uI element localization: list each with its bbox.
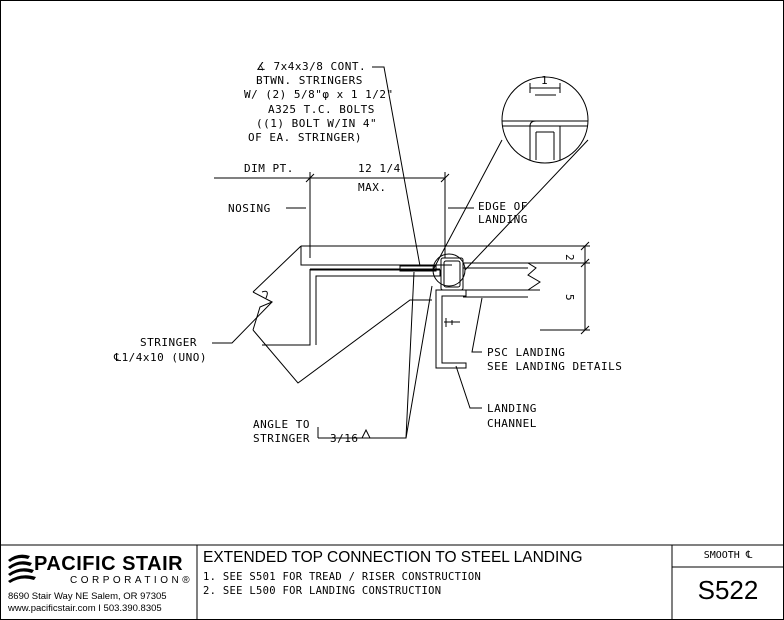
nosing-label: NOSING bbox=[228, 202, 271, 215]
company-address: 8690 Stair Way NE Salem, OR 97305 bbox=[8, 591, 167, 602]
dim-max: MAX. bbox=[358, 181, 387, 194]
channel-section bbox=[435, 289, 467, 369]
break-line bbox=[261, 290, 268, 299]
tread-nosing bbox=[252, 245, 452, 293]
angle-label-2: STRINGER bbox=[253, 432, 310, 445]
psc-label-1: PSC LANDING bbox=[487, 346, 565, 359]
angle-label-1: ANGLE TO bbox=[253, 418, 310, 431]
channel-label-2: CHANNEL bbox=[487, 417, 537, 430]
callout-line-6: OF EA. STRINGER) bbox=[248, 131, 362, 144]
edge-label-2: LANDING bbox=[478, 213, 528, 226]
registered-mark: ® bbox=[182, 575, 194, 586]
psc-label-2: SEE LANDING DETAILS bbox=[487, 360, 622, 373]
weld-size: 3/16 bbox=[330, 432, 359, 445]
edge-label-1: EDGE OF bbox=[478, 200, 528, 213]
callout-line-5: ((1) BOLT W/IN 4" bbox=[256, 117, 377, 130]
channel-label-1: LANDING bbox=[487, 402, 537, 415]
callout-line-1: ∡ 7x4x3/8 CONT. bbox=[256, 60, 366, 73]
landing-deck bbox=[463, 262, 541, 298]
tube-inner bbox=[443, 260, 461, 288]
landing-channel bbox=[435, 257, 541, 369]
detail-bubble bbox=[432, 76, 589, 271]
company-logo-icon bbox=[8, 554, 36, 583]
callout-line-3: W/ (2) 5/8"φ x 1 1/2" bbox=[244, 88, 394, 101]
stringer-label-2: ℄1/4x10 (UNO) bbox=[113, 351, 207, 364]
note-2: 2. SEE L500 FOR LANDING CONSTRUCTION bbox=[203, 585, 442, 597]
dim-right-bottom: 5 bbox=[563, 294, 576, 301]
callout-angle: ∡ 7x4x3/8 CONT. BTWN. STRINGERS W/ (2) 5… bbox=[244, 60, 394, 144]
bolt bbox=[444, 318, 460, 327]
dimension-lines bbox=[212, 66, 590, 439]
company-name: PACIFIC STAIR bbox=[34, 553, 184, 575]
callout-leader bbox=[372, 66, 421, 267]
stringer-leader bbox=[212, 301, 273, 344]
stringer-label-1: STRINGER bbox=[140, 336, 197, 349]
angle-member bbox=[310, 269, 441, 345]
dim-value: 12 1/4 bbox=[358, 162, 401, 175]
drawing-title: EXTENDED TOP CONNECTION TO STEEL LANDING bbox=[203, 549, 583, 566]
dim-right-top: 2 bbox=[563, 254, 576, 261]
psc-leader bbox=[471, 297, 483, 353]
title-block-lines bbox=[0, 544, 784, 620]
dim-pt-line bbox=[214, 172, 446, 258]
company-sub: CORPORATION® bbox=[70, 575, 193, 586]
stringer-assembly bbox=[252, 245, 452, 384]
company-sub-text: CORPORATION bbox=[70, 575, 183, 586]
detail-dim-text: 1 bbox=[541, 74, 548, 87]
finish-label: SMOOTH ℄ bbox=[703, 550, 753, 561]
callout-line-4: A325 T.C. BOLTS bbox=[268, 103, 375, 116]
drawing-number: S522 bbox=[697, 575, 759, 605]
callout-line-2: BTWN. STRINGERS bbox=[256, 74, 363, 87]
note-1: 1. SEE S501 FOR TREAD / RISER CONSTRUCTI… bbox=[203, 571, 482, 583]
company-contact: www.pacificstair.com I 503.390.8305 bbox=[8, 603, 162, 614]
right-dim bbox=[450, 241, 590, 335]
channel-leader bbox=[455, 365, 482, 409]
angle-plate bbox=[399, 265, 437, 272]
weld-symbol bbox=[361, 428, 371, 439]
stringer-outline bbox=[252, 268, 440, 384]
angle-leader bbox=[317, 271, 415, 439]
dim-pt-label: DIM PT. bbox=[244, 162, 294, 175]
angle-leader-2 bbox=[405, 285, 433, 439]
